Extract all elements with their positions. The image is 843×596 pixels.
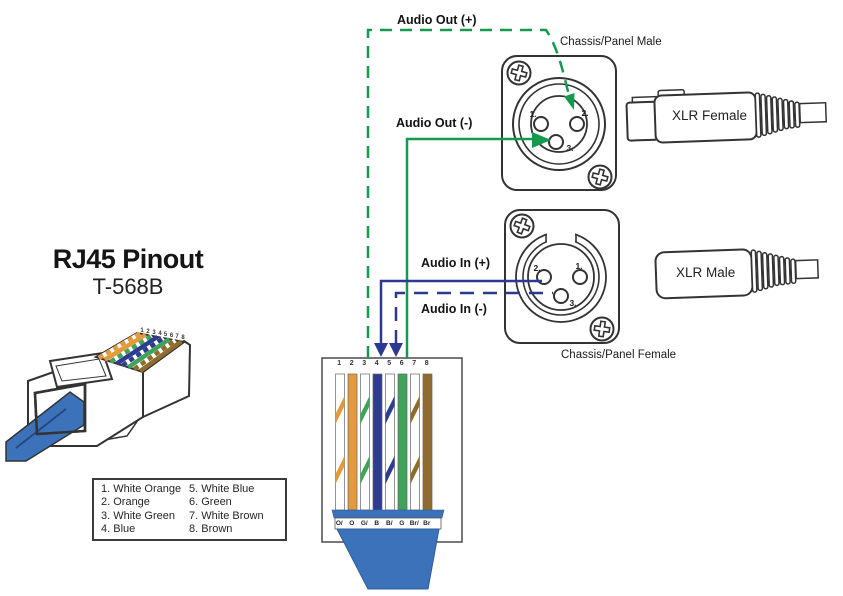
- legend-item: 6. Green: [189, 496, 232, 509]
- male-pin-2: [569, 116, 585, 132]
- xlr-male-label: XLR Male: [676, 265, 736, 280]
- xlr-female-label: XLR Female: [672, 108, 748, 123]
- rj45-cable-opening-frame: [33, 382, 87, 436]
- rj45-latch-window-inner: [55, 358, 107, 382]
- male-strain-relief: [750, 249, 797, 293]
- male-outer-ring: [512, 77, 606, 171]
- audio-out-plus-arrow: [564, 93, 575, 110]
- male-pin-3: [548, 134, 564, 150]
- signal-lines: [366, 28, 575, 358]
- rj45-plug-diagram: [321, 357, 463, 590]
- plug-wire-abbreviations: O/ O G/ B B/ G Br/ Br: [333, 519, 433, 529]
- legend-item: 5. White Blue: [189, 483, 255, 495]
- svg-text:8: 8: [181, 335, 185, 341]
- rj45-cable-stripe: [15, 408, 67, 449]
- chassis-panel-male-label: Chassis/Panel Male: [560, 36, 662, 48]
- svg-text:5: 5: [164, 332, 168, 338]
- female-ring-gap: [547, 228, 575, 244]
- xlr-chassis-female: 2. 1. 3.: [504, 209, 620, 344]
- rj45-connector-3d: 1 2 3 4 5 6 7 8: [5, 328, 192, 462]
- legend-column-2: 5. White Blue 6. Green 7. White Brown 8.…: [189, 483, 285, 539]
- plug-wire-abbr: Br/: [409, 520, 419, 527]
- rj45-latch-window: [48, 351, 114, 389]
- plug-crimp-band: [331, 509, 445, 519]
- xlr-chassis-male: 1. 2. 3.: [501, 55, 617, 191]
- female-inner-circle: [527, 243, 595, 311]
- audio-in-plus-arrow: [374, 343, 388, 357]
- male-pin-1-label: 1.: [529, 109, 536, 119]
- plug-wire-abbr: O: [349, 520, 355, 527]
- female-cable-stub: [798, 101, 828, 124]
- female-pin-1-label: 1.: [575, 261, 582, 271]
- legend-column-1: 1. White Orange 2. Orange 3. White Green…: [101, 483, 189, 539]
- screw-icon: [509, 213, 535, 239]
- female-pin-3-label: 3.: [569, 298, 576, 308]
- plug-wire-abbr: Br: [423, 520, 431, 527]
- plug-pin-number: 2: [349, 360, 354, 367]
- male-pin-1: [533, 116, 549, 132]
- plug-pin-number: 7: [412, 360, 417, 367]
- plug-pin-number: 4: [374, 360, 379, 367]
- svg-text:4: 4: [158, 331, 162, 337]
- plug-pin-number: 3: [362, 360, 367, 367]
- screw-icon: [506, 60, 532, 86]
- plug-wire-abbr: G: [399, 520, 405, 527]
- audio-out-minus-arrow: [532, 132, 551, 148]
- audio-out-plus-line: [366, 28, 572, 358]
- legend-item: 3. White Green: [101, 509, 175, 522]
- legend-item: 4. Blue: [101, 522, 136, 535]
- screw-icon: [589, 316, 615, 342]
- plug-wire-abbr: G/: [360, 520, 368, 527]
- xlr-male-connector: [654, 248, 819, 300]
- audio-in-minus-arrow: [389, 343, 403, 357]
- svg-text:1: 1: [140, 328, 144, 334]
- plug-cable-boot: [336, 528, 440, 590]
- xlr-female-connector: [625, 88, 828, 144]
- plug-pin-number: 6: [399, 360, 404, 367]
- female-strain-relief: [754, 92, 801, 138]
- legend-item: 8. Brown: [189, 522, 233, 535]
- audio-out-minus-label: Audio Out (-): [396, 116, 473, 130]
- male-pin-3-label: 3.: [566, 143, 573, 153]
- rj45-deck-numbers: 1 2 3 4 5 6 7 8: [140, 328, 185, 341]
- legend-item: 2. Orange: [101, 496, 150, 509]
- female-pin-1: [572, 269, 588, 285]
- female-pin-3: [553, 288, 569, 304]
- audio-in-minus-line: [394, 291, 553, 344]
- audio-in-minus-label: Audio In (-): [421, 302, 487, 316]
- plug-wire-abbr: O/: [335, 520, 343, 527]
- page-title: RJ45 Pinout: [52, 244, 204, 274]
- page-subtitle: T-568B: [92, 274, 164, 299]
- audio-out-plus-label: Audio Out (+): [397, 13, 477, 27]
- legend-box: 1. White Orange 2. Orange 3. White Green…: [92, 478, 287, 541]
- legend-item: 1. White Orange: [101, 483, 182, 495]
- plug-pin-number: 1: [337, 360, 342, 367]
- chassis-panel-female-label: Chassis/Panel Female: [561, 349, 677, 361]
- audio-out-minus-line: [405, 137, 532, 358]
- plug-pin-number: 8: [424, 360, 429, 367]
- legend-item: 7. White Brown: [189, 509, 264, 522]
- plug-pin-numbers: 1 2 3 4 5 6 7 8: [333, 360, 433, 367]
- male-mid-ring: [518, 83, 600, 165]
- screw-icon: [587, 164, 613, 190]
- male-cable-stub: [794, 259, 819, 280]
- male-pin-2-label: 2.: [581, 108, 588, 118]
- female-pin-2-label: 2.: [533, 263, 540, 273]
- audio-in-plus-label: Audio In (+): [421, 256, 491, 270]
- plug-pin-number: 5: [387, 360, 392, 367]
- title-block: RJ45 Pinout T-568B: [28, 244, 228, 300]
- rj45-deck-wires: [97, 331, 183, 373]
- svg-text:6: 6: [170, 333, 174, 339]
- plug-wire-abbr: B/: [386, 520, 393, 527]
- svg-text:7: 7: [175, 334, 179, 340]
- audio-in-plus-line: [379, 279, 542, 344]
- svg-text:3: 3: [152, 330, 156, 336]
- svg-text:2: 2: [146, 329, 150, 335]
- plug-wire-abbr: B: [374, 520, 380, 527]
